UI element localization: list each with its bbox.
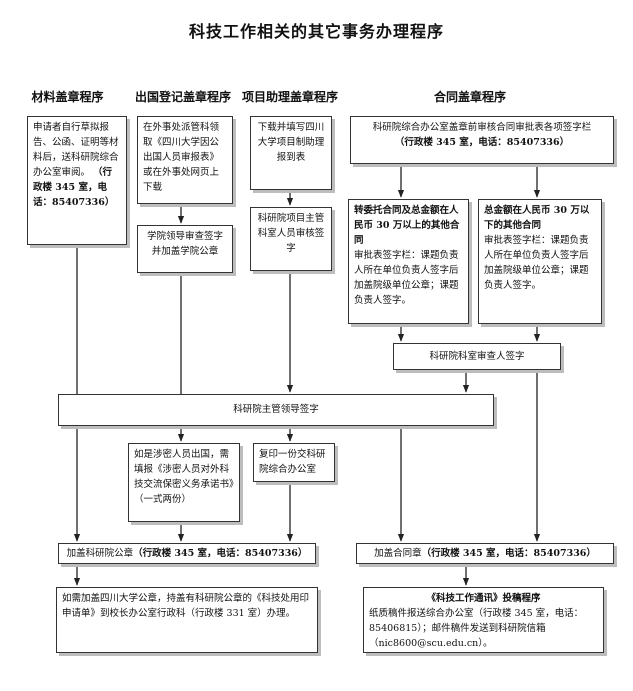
- secret-staff-box: 如是涉密人员出国，需填报《涉密人员对外科技交流保密义务承诺书》（一式两份）: [128, 443, 240, 522]
- contract-office-text: 科研院综合办公室盖章前审核合同审批表各项签字栏: [372, 122, 592, 133]
- materials-apply-text: 申请者自行草拟报告、公函、证明等材料后，送科研院综合办公室审阅。: [33, 122, 119, 178]
- stamp-research-contact: （行政楼 345 室，电话：85407336）: [133, 548, 308, 559]
- stamp-research-box: 加盖科研院公章（行政楼 345 室，电话：85407336）: [58, 543, 316, 564]
- contract-big-title: 转委托合同及总金额在人民币 30 万以上的其他合同: [354, 205, 460, 246]
- assistant-apply-box: 下载并填写四川大学项目制助理报到表: [250, 116, 332, 190]
- contract-small-body: 审批表签字栏：课题负责人所在单位负责人签字后加盖院级单位公章；课题负责人签字。: [484, 235, 589, 291]
- materials-office-contact: （行政楼 345 室，电话：85407336）: [33, 167, 115, 208]
- column-heading-abroad: 出国登记盖章程序: [134, 90, 231, 104]
- materials-apply-box: 申请者自行草拟报告、公函、证明等材料后，送科研院综合办公室审阅。 （行政楼 34…: [27, 116, 127, 245]
- university-stamp-box: 如需加盖四川大学公章，持盖有科研院公章的《科技处用印申请单》到校长办公室行政科（…: [56, 587, 318, 653]
- contract-review-box: 科研院科室审查人签字: [393, 343, 561, 370]
- contract-small-title: 总金额在人民币 30 万以下的其他合同: [484, 205, 590, 231]
- stamp-contract-label: 加盖合同章: [374, 548, 422, 559]
- page-title: 科技工作相关的其它事务办理程序: [188, 22, 444, 41]
- leader-sign-box: 科研院主管领导签字: [58, 394, 494, 426]
- assistant-review-box: 科研院项目主管科室人员审核签字: [250, 207, 332, 271]
- contract-office-contact: （行政楼 345 室，电话：85407336）: [394, 137, 570, 148]
- copy-to-office-box: 复印一份交科研院综合办公室: [253, 443, 335, 482]
- newsletter-body: 纸质稿件报送综合办公室（行政楼 345 室，电话：85406815）；邮件稿件发…: [369, 608, 584, 649]
- contract-small-box: 总金额在人民币 30 万以下的其他合同 审批表签字栏：课题负责人所在单位负责人签…: [478, 199, 602, 324]
- newsletter-box: 《科技工作通讯》投稿程序 纸质稿件报送综合办公室（行政楼 345 室，电话：85…: [363, 587, 604, 653]
- contract-office-box: 科研院综合办公室盖章前审核合同审批表各项签字栏 （行政楼 345 室，电话：85…: [350, 116, 614, 164]
- stamp-contract-box: 加盖合同章（行政楼 345 室，电话：85407336）: [356, 543, 614, 564]
- newsletter-title: 《科技工作通讯》投稿程序: [426, 593, 541, 604]
- contract-big-box: 转委托合同及总金额在人民币 30 万以上的其他合同 审批表签字栏：课题负责人所在…: [348, 199, 469, 324]
- contract-big-body: 审批表签字栏：课题负责人所在单位负责人签字后加盖院级单位公章；课题负责人签字。: [354, 250, 459, 306]
- column-heading-contract: 合同盖章程序: [433, 90, 506, 104]
- stamp-research-label: 加盖科研院公章: [66, 548, 134, 559]
- stamp-contract-contact: （行政楼 345 室，电话：85407336）: [421, 548, 596, 559]
- abroad-leader-box: 学院领导审查签字并加盖学院公章: [137, 225, 233, 273]
- abroad-apply-box: 在外事处派管科领取《四川大学因公出国人员审报表》或在外事处网页上下载: [137, 116, 233, 204]
- column-heading-materials: 材料盖章程序: [31, 90, 104, 104]
- column-heading-assistant: 项目助理盖章程序: [241, 90, 338, 104]
